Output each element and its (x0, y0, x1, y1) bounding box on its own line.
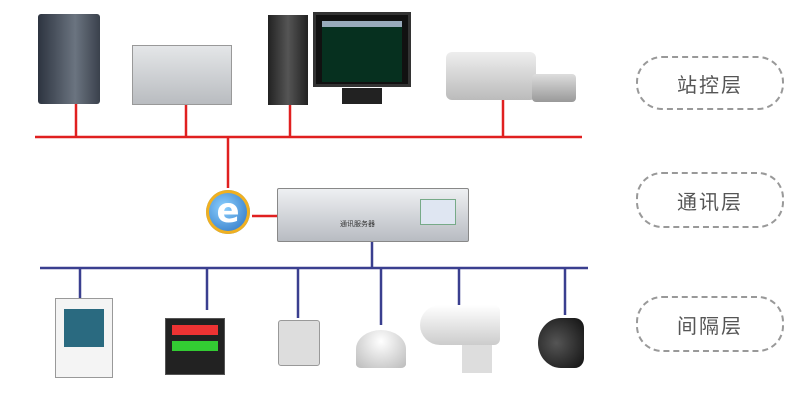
server-logo (420, 199, 456, 225)
bay-bus (40, 238, 588, 325)
camera-mount (462, 345, 492, 373)
monitor (313, 12, 411, 87)
layer-communication: 通讯层 (636, 172, 784, 228)
fax-machine (446, 52, 536, 100)
protection-relay (55, 298, 113, 378)
printer (532, 74, 576, 102)
layer-bay: 间隔层 (636, 296, 784, 352)
monitor-stand (342, 88, 382, 104)
pc-tower (268, 15, 308, 105)
communication-server: 通讯服务器 (277, 188, 469, 242)
dome-sensor (356, 330, 406, 368)
industrial-pc (132, 45, 232, 105)
ie-browser-icon: e (206, 190, 250, 234)
station-bus (35, 100, 582, 218)
security-camera (420, 305, 500, 345)
panel-meter (165, 318, 225, 375)
layer-station: 站控层 (636, 56, 784, 110)
tower-server (38, 14, 100, 104)
server-label: 通讯服务器 (340, 220, 375, 228)
siren-speaker (538, 318, 584, 368)
sensor-module (278, 320, 320, 366)
